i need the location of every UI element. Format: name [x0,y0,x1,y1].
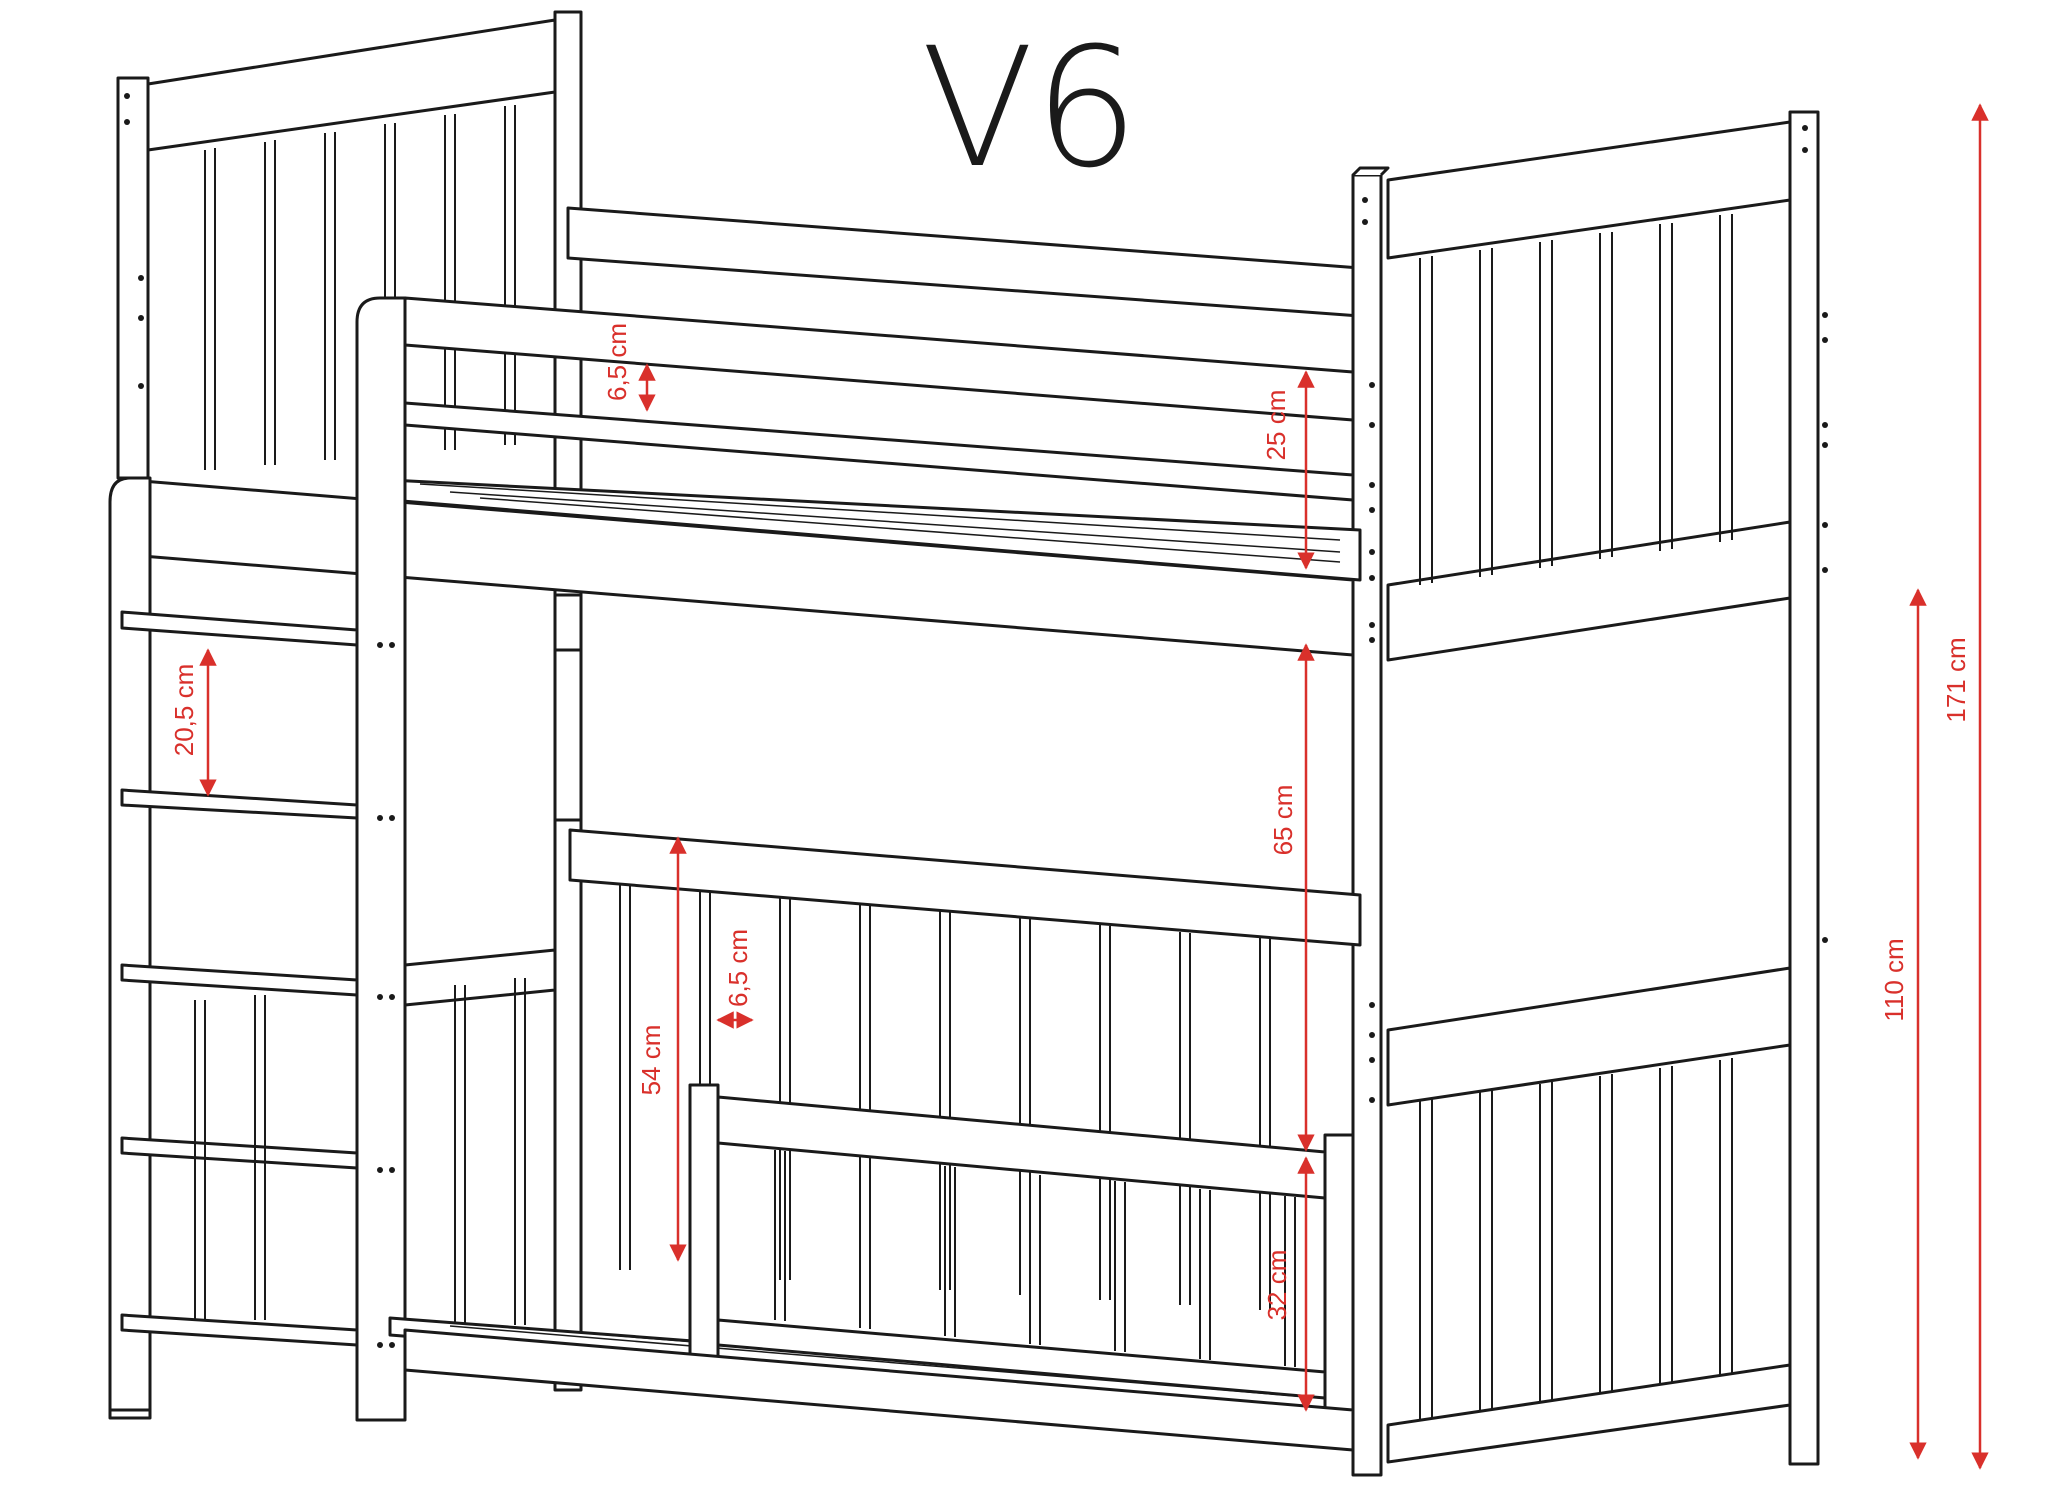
label-ladder-step: 20,5 cm [169,664,199,757]
upper-back-rails [566,206,1362,318]
lower-front-frame [403,1328,1355,1452]
ladder-post [108,476,152,1420]
label-upper-guard: 25 cm [1261,390,1291,461]
dimension-annotations [199,103,1989,1470]
label-lower-total: 110 cm [1879,938,1909,1021]
ladder-rungs [120,610,359,1347]
lower-right-end-panel [1386,966,1792,1464]
label-lower-end-panel: 54 cm [636,1025,666,1096]
lower-front-guard [688,1083,1355,1435]
label-lower-guard: 32 cm [1262,1250,1292,1321]
lower-left-end-panel [194,593,583,1392]
upper-right-end-panel [1386,120,1792,662]
back-right-post [1788,110,1828,1466]
label-total-height: 171 cm [1941,637,1971,722]
upper-front-guard [403,296,1355,502]
label-bed-clearance: 65 cm [1268,785,1298,856]
model-title: V6 [921,12,1139,204]
label-lower-slat-gap: 6,5 cm [723,929,753,1007]
bed-outline [108,10,1828,1477]
label-upper-rail-gap: 6,5 cm [602,323,632,401]
upper-guard-post [355,296,407,1422]
front-right-post [1351,166,1390,1477]
